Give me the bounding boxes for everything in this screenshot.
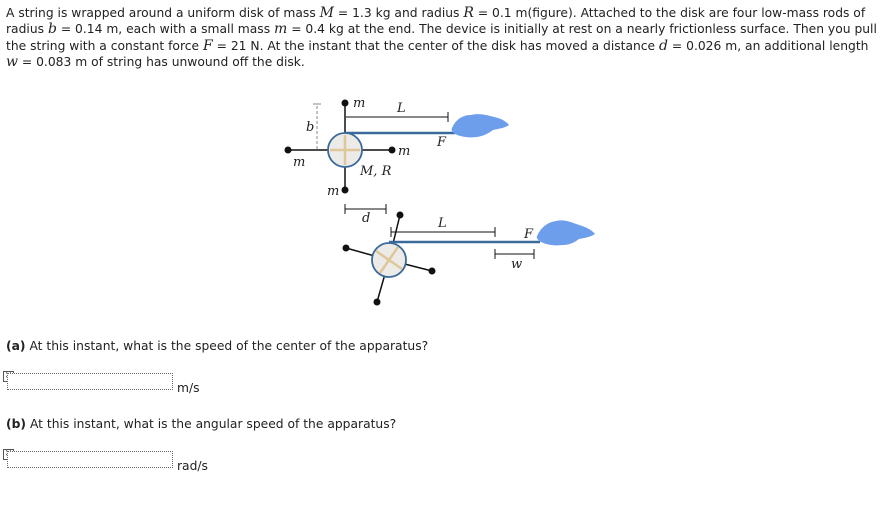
mass-bottom-1 xyxy=(396,211,404,219)
mass-bottom-4 xyxy=(373,298,381,306)
question-b-text: At this instant, what is the angular spe… xyxy=(26,417,397,431)
problem-text: = 0.026 m, an additional length xyxy=(668,38,869,53)
answer-input-b[interactable] xyxy=(7,451,173,468)
symbol-d: d xyxy=(659,37,668,54)
hand-icon-top xyxy=(451,114,509,138)
answer-row-b: ✕ rad/s xyxy=(3,449,223,475)
label-F-top: F xyxy=(436,135,447,150)
label-d: d xyxy=(362,211,370,226)
question-b: (b) At this instant, what is the angular… xyxy=(6,417,396,431)
unit-label-a: m/s xyxy=(177,381,200,395)
label-MR: M, R xyxy=(359,164,392,179)
label-F-bottom: F xyxy=(523,227,534,242)
label-b: b xyxy=(306,120,314,135)
answer-input-a[interactable] xyxy=(7,373,173,390)
unit-label-b: rad/s xyxy=(177,459,208,473)
problem-text: = 0.14 m, each with a small mass xyxy=(56,22,275,37)
problem-text: = 0.1 m(figure). Attached to the disk ar… xyxy=(6,6,866,37)
problem-statement: A string is wrapped around a uniform dis… xyxy=(6,5,878,71)
label-m-left: m xyxy=(293,155,305,170)
mass-bottom-2 xyxy=(342,244,350,252)
mass-right xyxy=(388,146,396,154)
problem-text: = 1.3 kg and radius xyxy=(333,6,464,20)
symbol-M: M xyxy=(319,5,334,21)
symbol-b: b xyxy=(47,21,57,38)
label-m-top: m xyxy=(353,96,365,111)
question-a-text: At this instant, what is the speed of th… xyxy=(25,339,429,353)
mass-bottom-3 xyxy=(428,267,436,275)
symbol-F: F xyxy=(202,37,213,54)
disk-bottom-cross-2 xyxy=(378,246,400,274)
mass-top xyxy=(341,99,349,107)
symbol-R: R xyxy=(463,5,474,21)
symbol-m: m xyxy=(274,21,288,38)
symbol-w: w xyxy=(6,54,18,71)
question-b-label: (b) xyxy=(6,417,27,431)
hand-icon-bottom xyxy=(536,220,595,246)
label-L-top: L xyxy=(396,101,406,116)
problem-text: A string is wrapped around a uniform dis… xyxy=(6,6,320,20)
problem-text: = 0.083 m of string has unwound off the … xyxy=(17,55,305,70)
problem-text: = 21 N. At the instant that the center o… xyxy=(212,38,660,53)
answer-row-a: ✕ m/s xyxy=(3,371,223,397)
mass-left xyxy=(284,146,292,154)
mass-bottom xyxy=(341,186,349,194)
problem-text: = 0.4 kg at the end. The device is initi… xyxy=(6,22,877,53)
question-a-label: (a) xyxy=(6,339,26,353)
label-L-bottom: L xyxy=(437,216,447,231)
label-m-bottom: m xyxy=(327,184,339,199)
label-m-right: m xyxy=(398,144,410,159)
label-w: w xyxy=(511,257,522,272)
question-a: (a) At this instant, what is the speed o… xyxy=(6,339,428,353)
